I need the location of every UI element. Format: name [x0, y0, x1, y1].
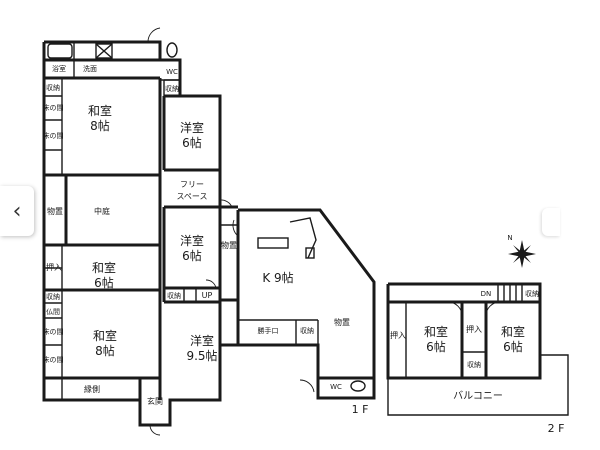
engawa-label: 縁側 — [84, 384, 100, 394]
second-floor: DN 収納 押入 和室 6帖 押入 和室 6帖 収納 バルコニー 2 F — [386, 282, 569, 435]
second-floor-label: 2 F — [548, 422, 565, 435]
prev-image-button[interactable]: ‹ — [0, 186, 34, 236]
washitsu-8-bot-name: 和室 — [93, 328, 117, 343]
kitchen-label: K 9帖 — [262, 270, 293, 285]
chevron-left-icon: ‹ — [12, 198, 22, 224]
oshiire-left-label: 押入 — [46, 262, 62, 272]
oshiire-b-label: 押入 — [466, 324, 482, 334]
up-label: UP — [202, 291, 213, 300]
free-space-label-1: フリー — [180, 180, 204, 189]
storage-top-2f-label: 収納 — [525, 289, 539, 298]
first-floor-labels: 浴室 洗面 WC 収納 床の間 床の間 和室 8帖 収納 洋室 6帖 物置 中庭… — [43, 64, 369, 416]
washitsu-8-top-size: 8帖 — [90, 118, 110, 133]
washitsu-a-size: 6帖 — [426, 339, 446, 354]
compass-icon: N — [507, 234, 536, 268]
storeroom-mid-label: 物置 — [221, 240, 237, 250]
first-floor-label: 1 F — [352, 403, 369, 416]
next-image-button[interactable] — [542, 208, 560, 236]
washitsu-8-top-name: 和室 — [88, 103, 112, 118]
tokonoma-a-label: 床の間 — [43, 103, 64, 112]
youshitsu-6-top-size: 6帖 — [182, 135, 202, 150]
youshitsu-6-mid-name: 洋室 — [180, 233, 204, 248]
storage-a-label: 収納 — [46, 83, 60, 92]
oshiire-a-label: 押入 — [390, 330, 406, 340]
storage-d-label: 収納 — [300, 326, 314, 335]
storage-b-2f-label: 収納 — [467, 360, 481, 369]
tokonoma-b-label: 床の間 — [43, 131, 64, 140]
storage-c-label: 収納 — [167, 291, 181, 300]
washitsu-b-size: 6帖 — [503, 339, 523, 354]
first-floor-details — [44, 27, 366, 436]
tokonoma-c-label: 床の間 — [43, 327, 64, 336]
dn-label: DN — [481, 290, 492, 298]
butsuma-label: 仏間 — [46, 308, 60, 316]
storeroom-right-label: 物置 — [334, 317, 350, 327]
storage-top-right-label: 収納 — [165, 84, 179, 93]
first-floor-walls — [42, 40, 376, 427]
wc-bottom-label: WC — [330, 383, 342, 391]
washitsu-6-name: 和室 — [92, 260, 116, 275]
back-door-label: 勝手口 — [258, 326, 279, 335]
entrance-label: 玄関 — [147, 396, 163, 406]
youshitsu-95-size: 9.5帖 — [186, 348, 217, 363]
courtyard-label: 中庭 — [94, 206, 110, 216]
first-floor: 浴室 洗面 WC 収納 床の間 床の間 和室 8帖 収納 洋室 6帖 物置 中庭… — [42, 27, 376, 436]
youshitsu-6-top-name: 洋室 — [180, 120, 204, 135]
storeroom-left-label: 物置 — [47, 206, 63, 216]
washitsu-8-bot-size: 8帖 — [95, 343, 115, 358]
balcony-label: バルコニー — [453, 390, 503, 402]
free-space-label-2: スペース — [176, 192, 207, 201]
washroom-label: 洗面 — [83, 64, 97, 73]
youshitsu-6-mid-size: 6帖 — [182, 248, 202, 263]
second-floor-walls — [386, 282, 569, 416]
storage-b-label: 収納 — [46, 292, 60, 301]
compass-north-label: N — [507, 234, 512, 242]
washitsu-6-size: 6帖 — [94, 275, 114, 290]
bath-label: 浴室 — [52, 64, 66, 73]
wc-top-label: WC — [166, 68, 178, 76]
washitsu-b-name: 和室 — [501, 324, 525, 339]
washitsu-a-name: 和室 — [424, 324, 448, 339]
youshitsu-95-name: 洋室 — [190, 333, 214, 348]
second-floor-labels: DN 収納 押入 和室 6帖 押入 和室 6帖 収納 バルコニー 2 F — [390, 289, 564, 435]
tokonoma-d-label: 床の間 — [43, 355, 64, 364]
